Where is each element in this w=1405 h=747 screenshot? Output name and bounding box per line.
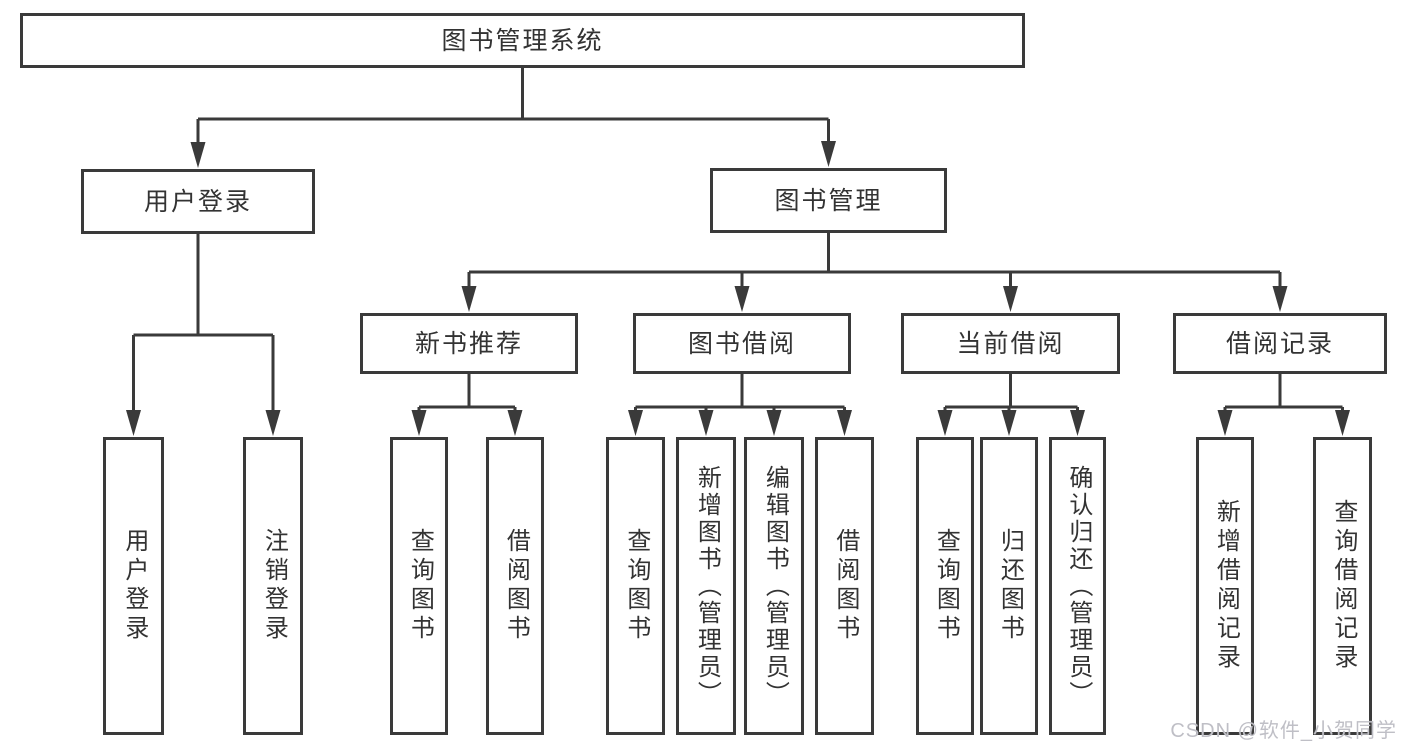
- leaf-borrow-books-recommend: 借阅图书: [486, 437, 544, 735]
- node-new-book-recommend: 新书推荐: [360, 313, 578, 374]
- leaf-add-books-admin: 新增图书（管理员）: [676, 437, 736, 735]
- node-root-system: 图书管理系统: [20, 13, 1025, 68]
- node-book-management: 图书管理: [710, 168, 947, 233]
- csdn-watermark: CSDN @软件_小贺同学: [1170, 720, 1397, 742]
- leaf-user-login: 用户登录: [103, 437, 164, 735]
- leaf-edit-books-admin: 编辑图书（管理员）: [744, 437, 804, 735]
- leaf-query-books-recommend: 查询图书: [390, 437, 448, 735]
- leaf-return-books: 归还图书: [980, 437, 1038, 735]
- node-current-borrowing: 当前借阅: [901, 313, 1120, 374]
- leaf-confirm-return-admin: 确认归还（管理员）: [1049, 437, 1106, 735]
- leaf-logout: 注销登录: [243, 437, 303, 735]
- leaf-query-books-borrowing: 查询图书: [606, 437, 665, 735]
- node-user-login: 用户登录: [81, 169, 315, 234]
- leaf-borrow-books: 借阅图书: [815, 437, 874, 735]
- node-book-borrowing: 图书借阅: [633, 313, 851, 374]
- leaf-query-borrow-record: 查询借阅记录: [1313, 437, 1372, 735]
- leaf-add-borrow-record: 新增借阅记录: [1196, 437, 1254, 735]
- leaf-query-books-current: 查询图书: [916, 437, 974, 735]
- arrowheads: [126, 141, 1350, 436]
- node-borrowing-records: 借阅记录: [1173, 313, 1387, 374]
